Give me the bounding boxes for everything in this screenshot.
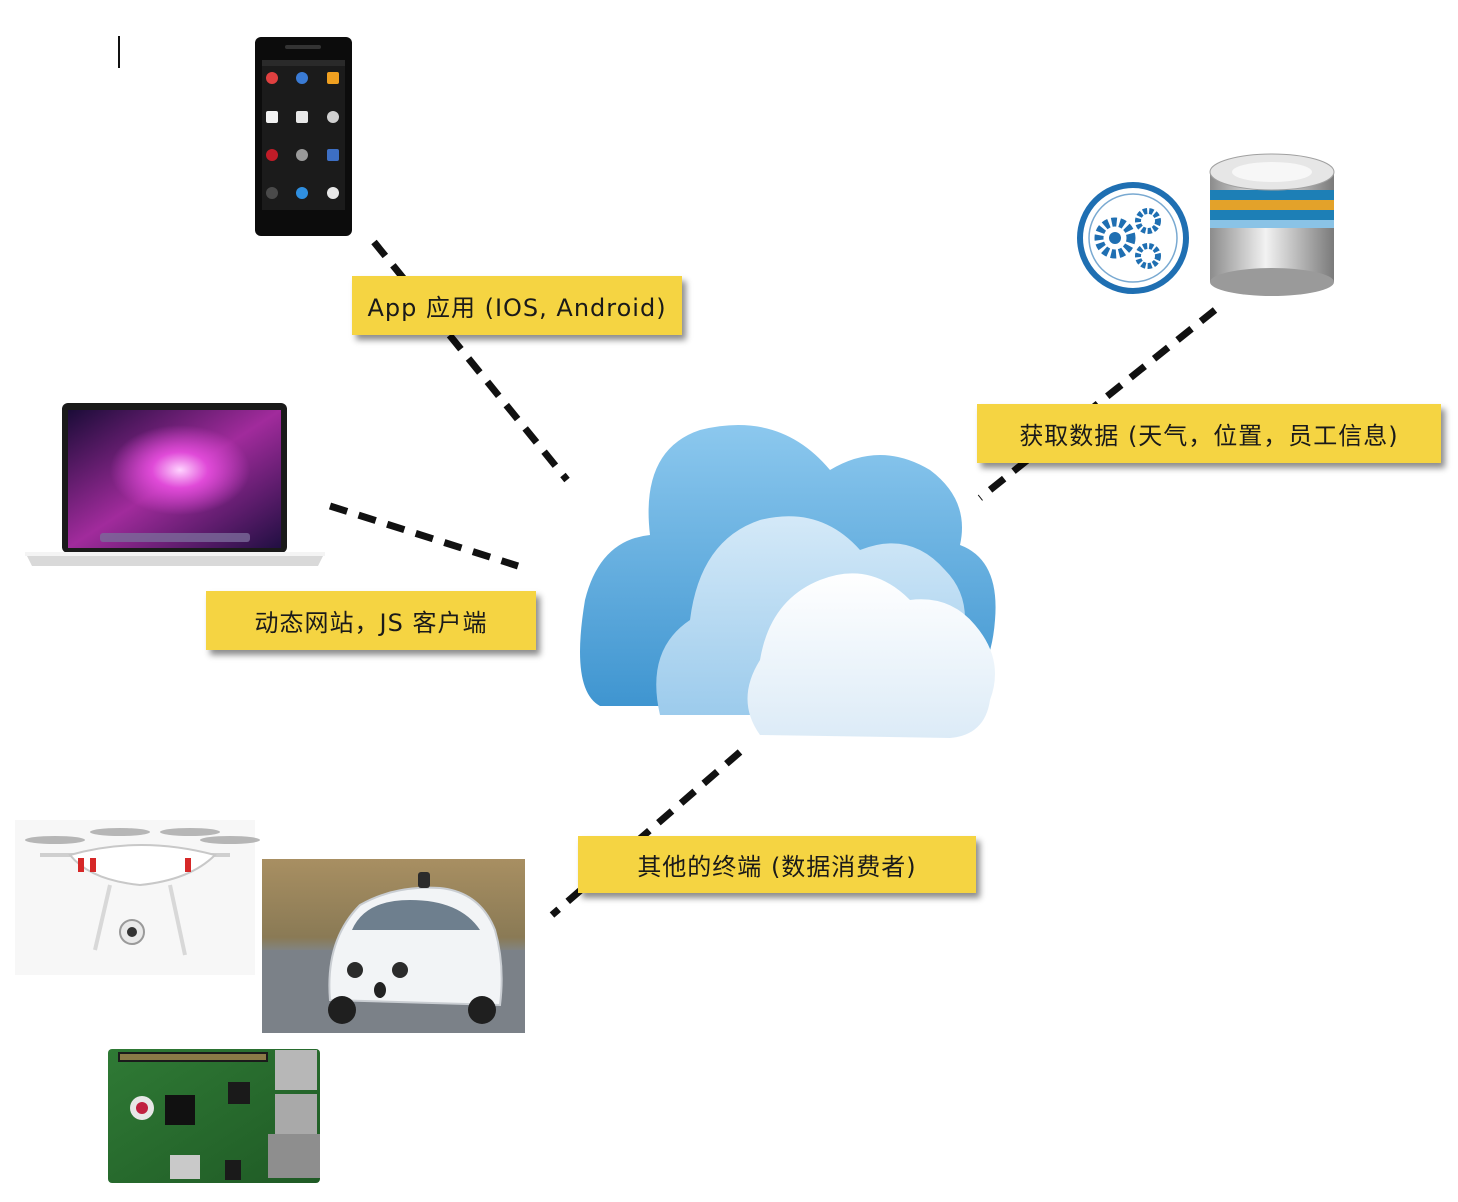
- gears-icon: [1077, 182, 1189, 294]
- connector-web: [328, 502, 520, 570]
- label-other-text: 其他的终端 (数据消费者): [637, 853, 917, 881]
- raspberry-pi-board-icon: [108, 1049, 320, 1183]
- smartphone-icon: [255, 37, 352, 236]
- database-icon: [1209, 153, 1335, 296]
- label-app-text: App 应用 (IOS, Android): [367, 294, 667, 322]
- drone-icon: [15, 820, 260, 975]
- label-web-text: 动态网站，JS 客户端: [254, 609, 488, 637]
- connector-other: [549, 749, 743, 918]
- cloud-icon: [580, 425, 996, 738]
- label-data-sources: 获取数据 (天气，位置，员工信息): [977, 404, 1441, 463]
- label-data-text: 获取数据 (天气，位置，员工信息): [1019, 422, 1399, 450]
- text-cursor: [118, 36, 120, 68]
- label-other-terminals: 其他的终端 (数据消费者): [578, 836, 976, 893]
- connector-app: [371, 239, 570, 483]
- label-app-clients: App 应用 (IOS, Android): [352, 276, 682, 335]
- self-driving-car-icon: [262, 859, 525, 1033]
- label-web-clients: 动态网站，JS 客户端: [206, 591, 536, 650]
- laptop-icon: [25, 403, 325, 566]
